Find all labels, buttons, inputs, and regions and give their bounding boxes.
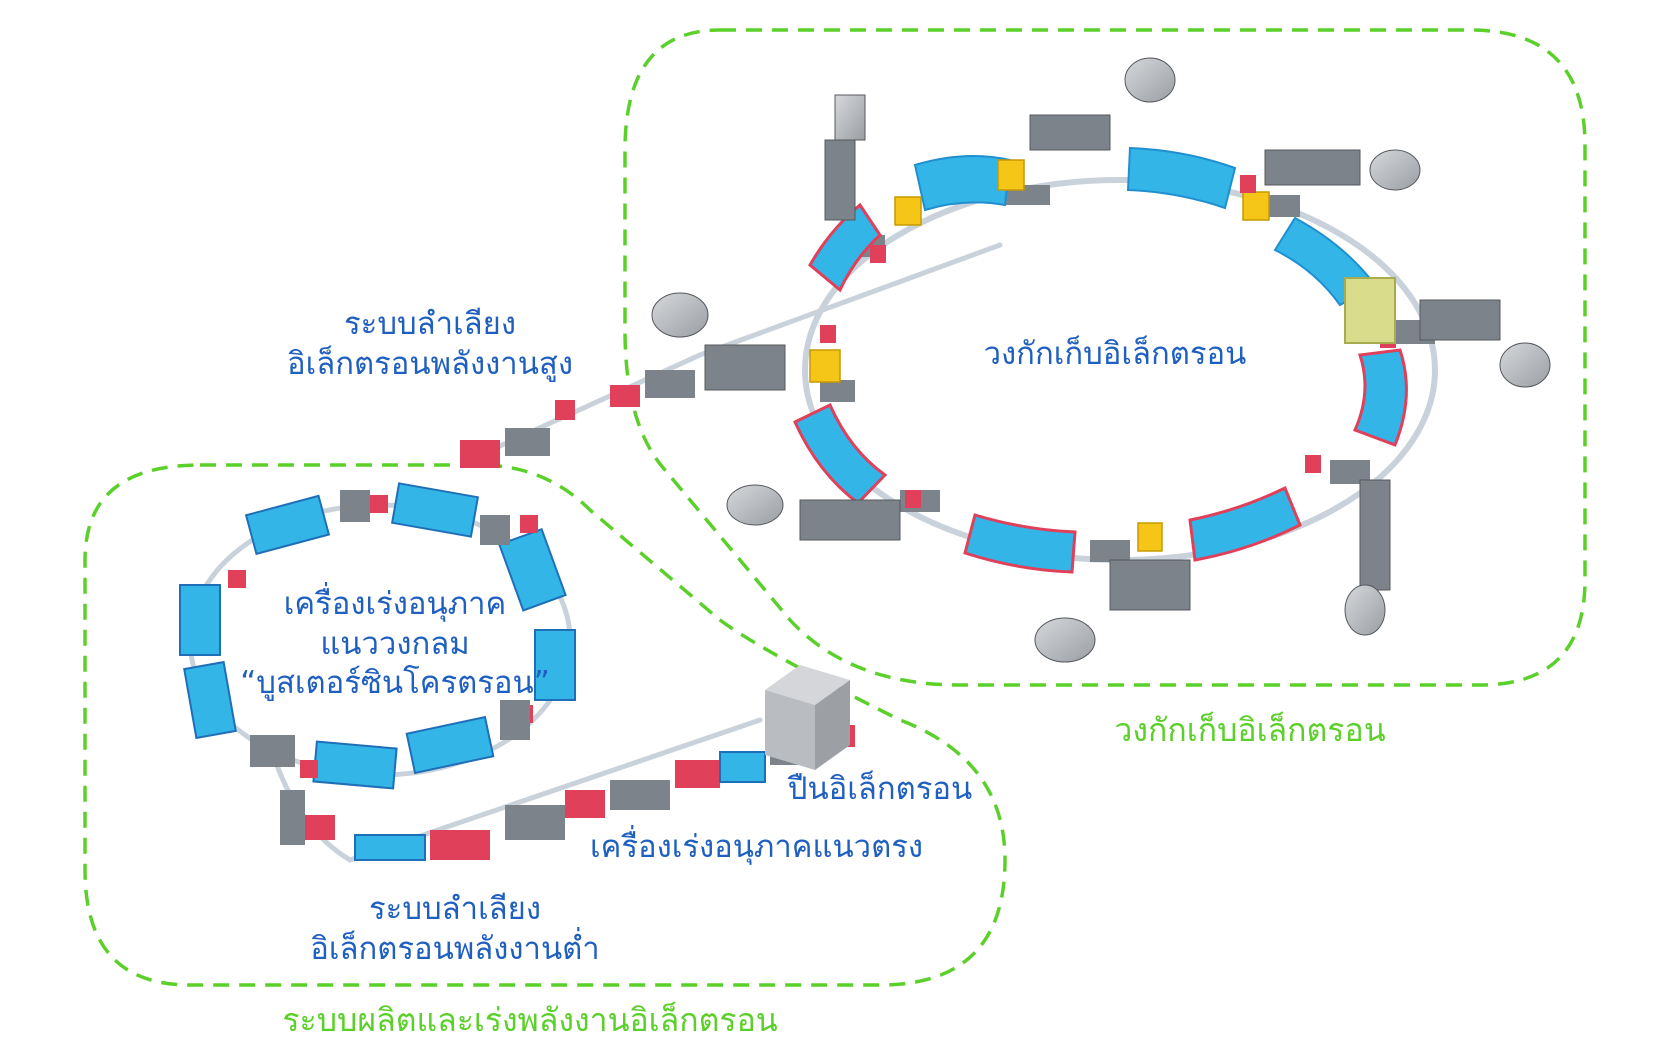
beamline [824, 94, 866, 221]
storage-ring-group-boundary [623, 28, 1587, 687]
label-storage-ring-inner: วงกักเก็บอิเล็กตรอน [955, 335, 1275, 375]
beamline [1419, 299, 1551, 388]
storage-ring-sextupoles [809, 159, 1270, 552]
label-line: เครื่องเร่งอนุภาคแนวตรง [590, 829, 924, 865]
low-energy-transfer-components [280, 790, 490, 861]
dipole-magnet [913, 155, 1012, 212]
label-linac: เครื่องเร่งอนุภาคแนวตรง [590, 828, 924, 868]
booster-equipment [250, 490, 530, 767]
label-line: ระบบลำเลียง [344, 306, 516, 342]
label-high-energy-transfer: ระบบลำเลียง อิเล็กตรอนพลังงานสูง [265, 305, 595, 384]
injector-group-boundary [83, 463, 1007, 987]
label-line: อิเล็กตรอนพลังงานสูง [287, 345, 573, 382]
label-line: ปืนอิเล็กตรอน [787, 771, 973, 807]
label-line: ระบบลำเลียง [369, 891, 541, 927]
beamline [1264, 149, 1421, 191]
label-line: “บูสเตอร์ซินโครตรอน” [240, 665, 550, 702]
dipole-magnet [793, 402, 888, 505]
dipole-magnet [1126, 146, 1237, 210]
beamline [651, 292, 786, 391]
label-line: แนววงกลม [320, 625, 470, 662]
booster-synchrotron [179, 482, 576, 790]
label-line: เครื่องเร่งอนุภาค [283, 586, 507, 622]
label-electron-gun: ปืนอิเล็กตรอน [775, 770, 985, 810]
label-injector-group: ระบบผลิตและเร่งพลังงานอิเล็กตรอน [250, 1000, 810, 1041]
beamline [726, 484, 901, 541]
dipole-magnet [808, 202, 882, 293]
label-low-energy-transfer: ระบบลำเลียง อิเล็กตรอนพลังงานต่ำ [290, 890, 620, 969]
rf-cavity [1344, 277, 1396, 344]
dipole-magnet [1352, 348, 1408, 447]
beamlines [651, 57, 1551, 663]
high-energy-transfer-components [460, 370, 695, 468]
label-line: อิเล็กตรอนพลังงานต่ำ [310, 930, 600, 967]
dipole-magnet [963, 513, 1077, 574]
label-line: วงกักเก็บอิเล็กตรอน [983, 336, 1247, 372]
booster-dipoles [179, 482, 576, 790]
high-energy-transfer-pipe [477, 242, 1003, 458]
label-booster: เครื่องเร่งอนุภาค แนววงกลม “บูสเตอร์ซินโ… [235, 585, 555, 704]
electron-gun [765, 665, 850, 770]
label-line: วงกักเก็บอิเล็กตรอน [1114, 711, 1386, 749]
label-line: ระบบผลิตและเร่งพลังงานอิเล็กตรอน [282, 1001, 778, 1039]
label-storage-ring-group: วงกักเก็บอิเล็กตรอน [1080, 710, 1420, 751]
dipole-magnet [1188, 485, 1302, 562]
beamline [1344, 479, 1391, 636]
beamline [1034, 559, 1191, 663]
beamline [1029, 57, 1176, 151]
